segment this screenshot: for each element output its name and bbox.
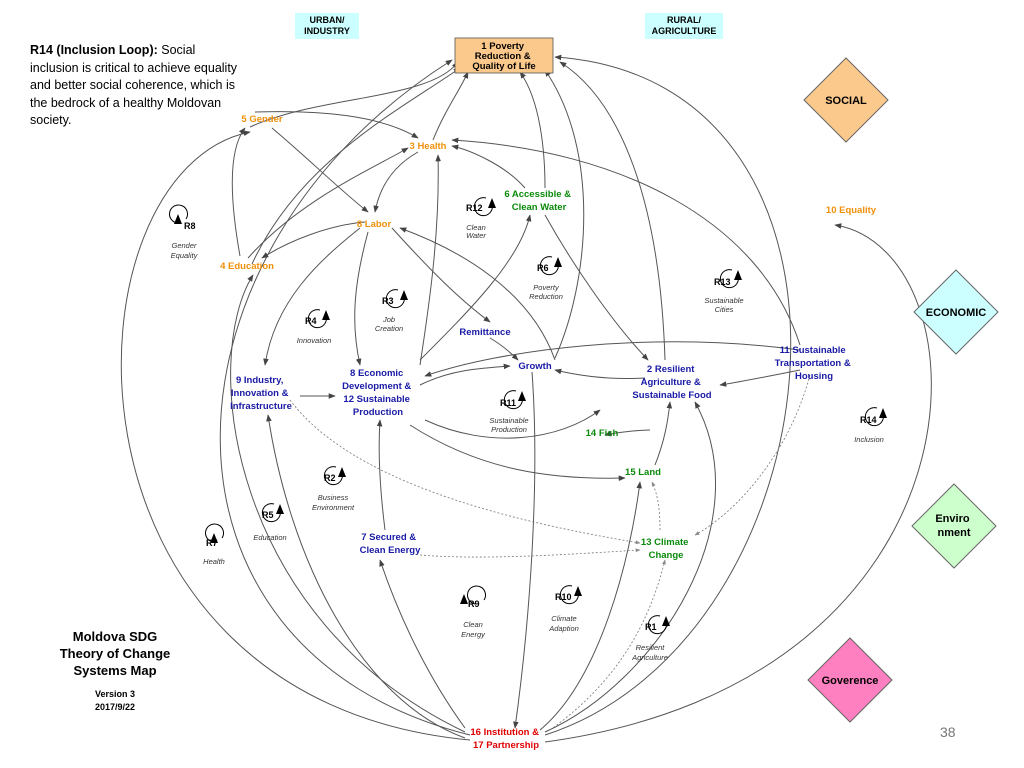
- node-land: 15 Land: [625, 467, 661, 478]
- legend-governance: Goverence: [807, 637, 893, 723]
- legend-environment: Enviro nment: [911, 483, 997, 569]
- edges: [120, 54, 932, 743]
- map-title: Moldova SDG Theory of Change Systems Map: [40, 628, 190, 679]
- poverty-box: [454, 37, 554, 74]
- svg-text:R3: R3: [382, 296, 394, 306]
- svg-text:R11: R11: [500, 398, 516, 408]
- node-energy: 7 Secured & Clean Energy: [360, 532, 421, 556]
- svg-text:Goverence: Goverence: [822, 675, 879, 687]
- map-title-line2: Theory of Change: [59, 646, 171, 661]
- urban-header-line1: URBAN/: [309, 15, 345, 25]
- map-title-line3: Systems Map: [73, 663, 157, 678]
- svg-text:R10: R10: [555, 592, 572, 602]
- rural-header-line1: RURAL/: [667, 15, 701, 25]
- loop-R4: R4 Innovation: [297, 309, 332, 345]
- node-fish: 14 Fish: [586, 428, 619, 439]
- svg-text:Health: Health: [203, 557, 225, 566]
- legend-economic: ECONOMIC: [913, 269, 999, 355]
- loop-R14: R14 Inclusion: [854, 407, 887, 444]
- svg-text:Education: Education: [253, 533, 286, 542]
- node-education: 4 Education: [220, 261, 274, 272]
- node-health: 3 Health: [410, 141, 447, 152]
- svg-text:R4: R4: [305, 316, 317, 326]
- node-remittance: Remittance: [459, 327, 510, 338]
- svg-text:SOCIAL: SOCIAL: [825, 95, 867, 107]
- intro-bold: R14 (Inclusion Loop):: [30, 43, 158, 57]
- version-date: 2017/9/22: [94, 702, 136, 712]
- node-industry: 9 Industry, Innovation & Infrastructure: [230, 375, 292, 412]
- svg-text:Inclusion: Inclusion: [854, 435, 884, 444]
- node-labor: 8 Labor: [357, 219, 392, 230]
- rural-header: RURAL/ AGRICULTURE: [645, 13, 723, 39]
- svg-text:R8: R8: [184, 221, 196, 231]
- svg-text:R14: R14: [860, 415, 877, 425]
- node-transport: 11 Sustainable Transportation & Housing: [775, 345, 854, 382]
- map-title-line1: Moldova SDG: [72, 629, 158, 644]
- svg-text:Enviro nment: Enviro nment: [935, 513, 972, 539]
- svg-text:Innovation: Innovation: [297, 336, 332, 345]
- svg-text:R1: R1: [645, 622, 657, 632]
- version-number: Version 3: [94, 689, 136, 699]
- loop-R7: R7 Health: [203, 523, 225, 566]
- node-poverty: 1 Poverty Reduction & Quality of Life: [472, 41, 535, 72]
- node-econdev: 8 Economic Development & 12 Sustainable …: [342, 368, 414, 418]
- intro-paragraph: R14 (Inclusion Loop): Social inclusion i…: [30, 42, 240, 130]
- version-info: Version 3 2017/9/22: [60, 688, 170, 714]
- svg-text:R12: R12: [466, 203, 483, 213]
- node-agriculture: 2 Resilient Agriculture & Sustainable Fo…: [632, 364, 711, 401]
- urban-header: URBAN/ INDUSTRY: [295, 13, 359, 39]
- node-gender: 5 Gender: [241, 114, 282, 125]
- page-number: 38: [940, 724, 956, 740]
- svg-text:R2: R2: [324, 473, 336, 483]
- svg-text:R9: R9: [468, 599, 480, 609]
- svg-text:R13: R13: [714, 277, 731, 287]
- node-climate: 13 Climate Change: [641, 537, 691, 561]
- legend-social: SOCIAL: [803, 57, 889, 143]
- node-institution: 16 Institution & 17 Partnership: [470, 727, 541, 751]
- urban-header-line2: INDUSTRY: [304, 26, 350, 36]
- intro-text: Social inclusion is critical to achieve …: [30, 43, 238, 127]
- node-equality: 10 Equality: [826, 205, 877, 216]
- node-water: 6 Accessible & Clean Water: [504, 189, 573, 213]
- svg-text:R6: R6: [537, 263, 549, 273]
- svg-text:ECONOMIC: ECONOMIC: [926, 307, 987, 319]
- loop-R5: R5 Education: [253, 503, 287, 542]
- svg-text:R5: R5: [262, 510, 274, 520]
- node-growth: Growth: [518, 361, 551, 372]
- svg-text:R7: R7: [206, 538, 218, 548]
- rural-header-line2: AGRICULTURE: [651, 26, 717, 36]
